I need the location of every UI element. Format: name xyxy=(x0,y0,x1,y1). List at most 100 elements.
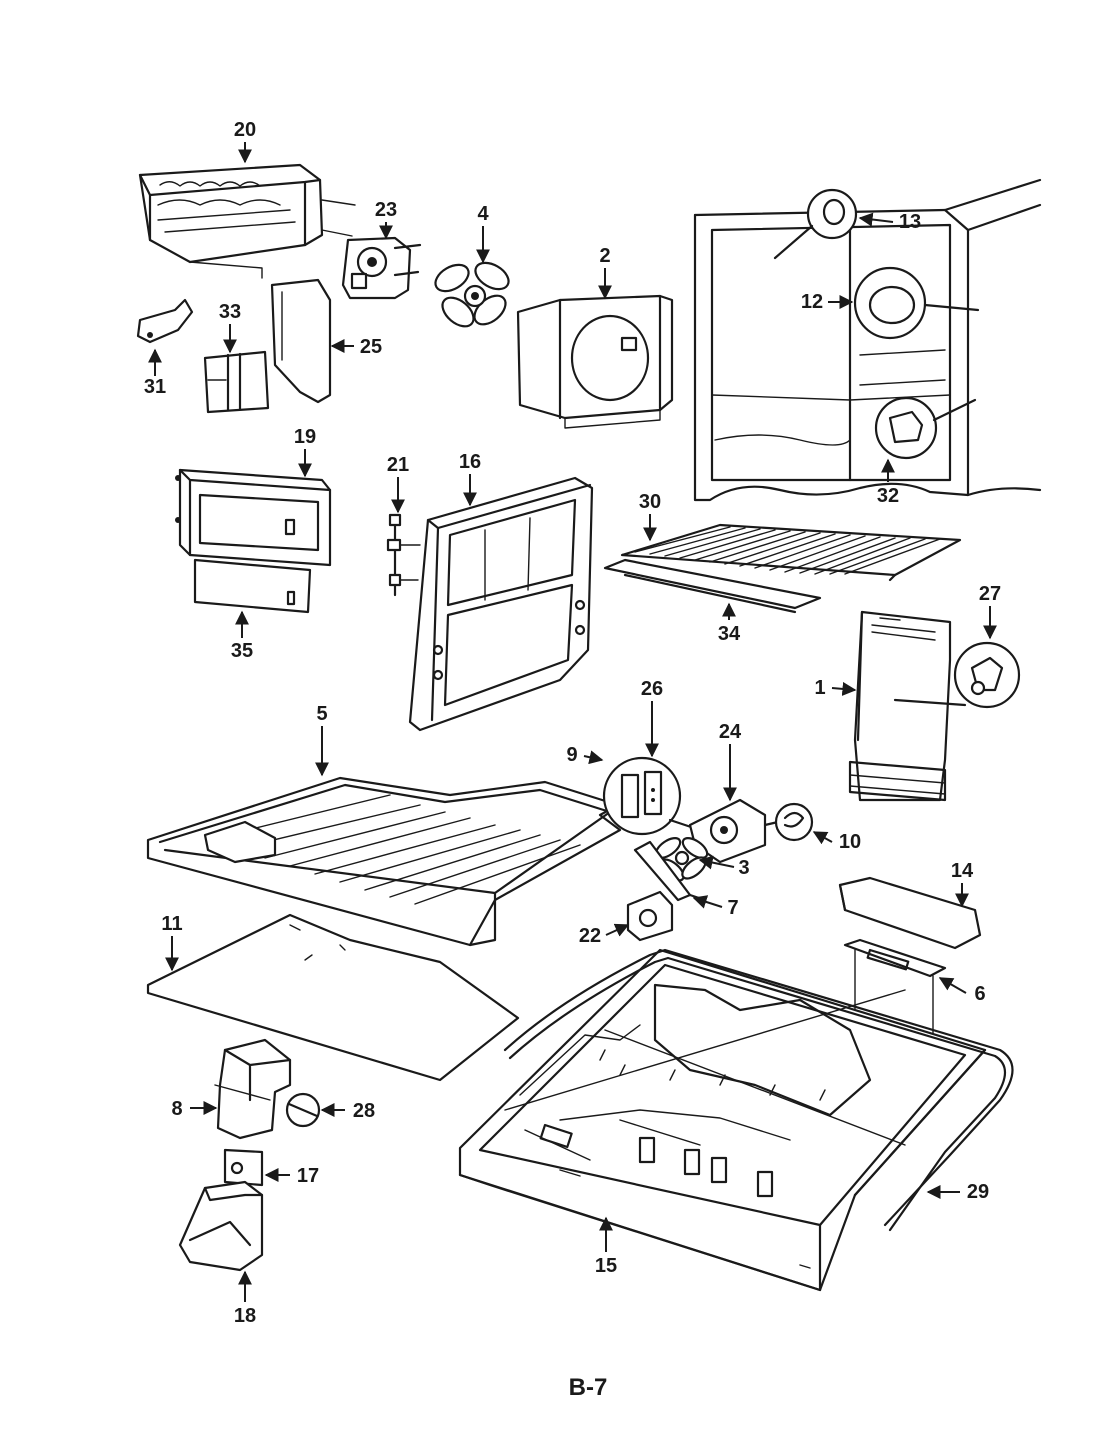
part-5-freezer-shelf xyxy=(146,776,622,947)
callout-6: 6 xyxy=(938,977,986,1005)
part-28-disc xyxy=(285,1092,321,1128)
part-33-plate xyxy=(203,350,270,414)
callout-33: 33 xyxy=(219,301,241,354)
callout-34: 34 xyxy=(718,602,741,645)
svg-text:18: 18 xyxy=(234,1305,256,1327)
callout-10: 10 xyxy=(812,831,861,853)
callout-31: 31 xyxy=(144,348,166,398)
part-30-wire-shelf xyxy=(620,523,962,582)
part-14-cover xyxy=(838,876,982,950)
svg-text:16: 16 xyxy=(459,451,481,473)
part-1-air-duct xyxy=(848,610,967,802)
svg-text:14: 14 xyxy=(951,860,974,882)
svg-text:13: 13 xyxy=(899,211,921,233)
part-24-motor-bracket xyxy=(688,798,780,864)
part-17-plate xyxy=(223,1148,264,1187)
svg-text:3: 3 xyxy=(738,857,749,879)
callout-12: 12 xyxy=(801,291,854,313)
svg-text:9: 9 xyxy=(566,744,577,766)
page-label: B-7 xyxy=(569,1374,608,1401)
callout-5: 5 xyxy=(315,703,329,777)
part-15-base-pan xyxy=(458,948,987,1292)
svg-text:21: 21 xyxy=(387,454,409,476)
callout-30: 30 xyxy=(639,491,661,542)
callout-7: 7 xyxy=(692,895,739,919)
part-23-motor xyxy=(341,236,422,300)
part-34-shelf-strip xyxy=(603,558,822,614)
callout-15: 15 xyxy=(595,1216,617,1277)
part-25-cover xyxy=(270,278,332,404)
svg-text:20: 20 xyxy=(234,119,256,141)
svg-text:33: 33 xyxy=(219,301,241,323)
callout-22: 22 xyxy=(579,923,630,947)
svg-text:1: 1 xyxy=(814,677,825,699)
svg-text:19: 19 xyxy=(294,426,316,448)
callout-19: 19 xyxy=(294,426,316,478)
callout-21: 21 xyxy=(387,454,409,514)
svg-text:5: 5 xyxy=(316,703,327,725)
svg-text:4: 4 xyxy=(477,203,489,225)
callout-20: 20 xyxy=(234,119,256,164)
callout-18: 18 xyxy=(234,1270,256,1327)
part-11-sheet xyxy=(146,913,520,1082)
callout-35: 35 xyxy=(231,610,253,662)
svg-text:23: 23 xyxy=(375,199,397,221)
svg-text:32: 32 xyxy=(877,485,899,507)
svg-text:2: 2 xyxy=(599,245,610,267)
svg-text:7: 7 xyxy=(727,897,738,919)
part-18-bucket xyxy=(178,1180,264,1272)
svg-text:35: 35 xyxy=(231,640,253,662)
part-9-26-inset xyxy=(602,756,702,836)
part-20-ice-maker xyxy=(138,163,356,279)
callout-2: 2 xyxy=(598,245,612,300)
callout-3: 3 xyxy=(698,855,750,879)
svg-text:10: 10 xyxy=(839,831,861,853)
part-2-fan-shroud xyxy=(516,294,674,429)
callout-16: 16 xyxy=(459,451,481,507)
callout-8: 8 xyxy=(171,1098,218,1120)
svg-text:26: 26 xyxy=(641,678,663,700)
svg-text:12: 12 xyxy=(801,291,823,313)
cabinet-outline xyxy=(693,178,1042,502)
part-8-chute xyxy=(214,1038,292,1140)
svg-text:29: 29 xyxy=(967,1181,989,1203)
callout-11: 11 xyxy=(161,913,183,972)
svg-text:31: 31 xyxy=(144,376,166,398)
part-22-motor xyxy=(626,890,674,942)
part-10-clip xyxy=(774,802,814,842)
svg-text:6: 6 xyxy=(974,983,985,1005)
callout-13: 13 xyxy=(858,211,921,233)
svg-text:24: 24 xyxy=(719,721,742,743)
part-16-door-panel xyxy=(408,476,594,732)
part-19-panel xyxy=(175,468,332,567)
part-12-control-knob xyxy=(853,266,980,340)
callout-28: 28 xyxy=(320,1100,375,1122)
svg-text:27: 27 xyxy=(979,583,1001,605)
part-4-fan-blade xyxy=(434,261,510,328)
callout-32: 32 xyxy=(877,458,899,507)
callout-9: 9 xyxy=(566,744,604,766)
callout-17: 17 xyxy=(264,1165,319,1187)
svg-text:22: 22 xyxy=(579,925,601,947)
svg-text:25: 25 xyxy=(360,336,382,358)
part-35-strip xyxy=(193,558,312,614)
part-13-light-socket xyxy=(773,188,858,260)
svg-text:15: 15 xyxy=(595,1255,617,1277)
part-27-knob xyxy=(953,641,1021,709)
callout-29: 29 xyxy=(926,1181,989,1203)
part-21-hinge xyxy=(386,513,421,597)
svg-text:34: 34 xyxy=(718,623,741,645)
callout-26: 26 xyxy=(641,678,663,758)
svg-text:17: 17 xyxy=(297,1165,319,1187)
svg-text:11: 11 xyxy=(161,913,182,935)
svg-text:30: 30 xyxy=(639,491,661,513)
callout-1: 1 xyxy=(814,677,857,699)
part-29-rod xyxy=(503,948,1014,1232)
callout-14: 14 xyxy=(951,860,974,908)
part-31-bracket xyxy=(136,298,194,344)
callout-24: 24 xyxy=(719,721,742,802)
callout-23: 23 xyxy=(375,199,397,240)
svg-text:8: 8 xyxy=(171,1098,182,1120)
part-32-damper xyxy=(874,396,977,460)
callout-27: 27 xyxy=(979,583,1001,640)
